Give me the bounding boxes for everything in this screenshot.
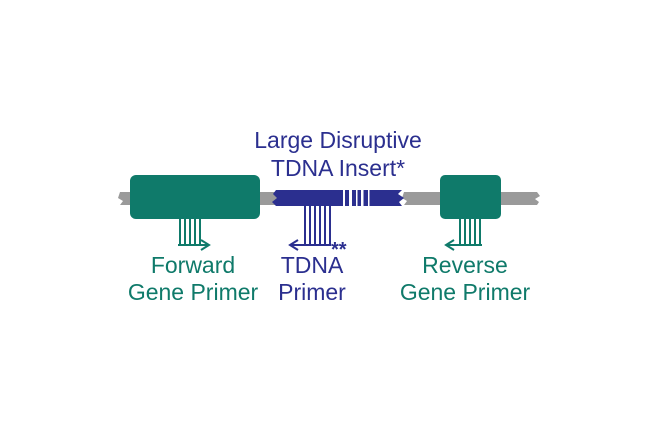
- forward-primer: [178, 219, 211, 251]
- gene-exon-right: [440, 175, 501, 219]
- reverse-primer: [444, 219, 482, 251]
- reverse-primer-label-line2: Gene Primer: [400, 279, 531, 305]
- forward-primer-label-line1: Forward: [151, 252, 235, 278]
- tdna-insert: [272, 190, 404, 206]
- forward-primer-label-line2: Gene Primer: [128, 279, 259, 305]
- tdna-primer-label-line1: TDNA: [281, 252, 344, 278]
- insert-label-line1: Large Disruptive: [254, 127, 421, 153]
- tdna-primer-asterisks: **: [331, 239, 347, 261]
- reverse-primer-label-line1: Reverse: [422, 252, 508, 278]
- genomic-backbone: [118, 192, 540, 205]
- insert-label-line2: TDNA Insert*: [271, 155, 405, 181]
- tdna-primer-label-line2: Primer: [278, 279, 346, 305]
- tdna-primer: [288, 206, 331, 251]
- gene-exon-left: [130, 175, 260, 219]
